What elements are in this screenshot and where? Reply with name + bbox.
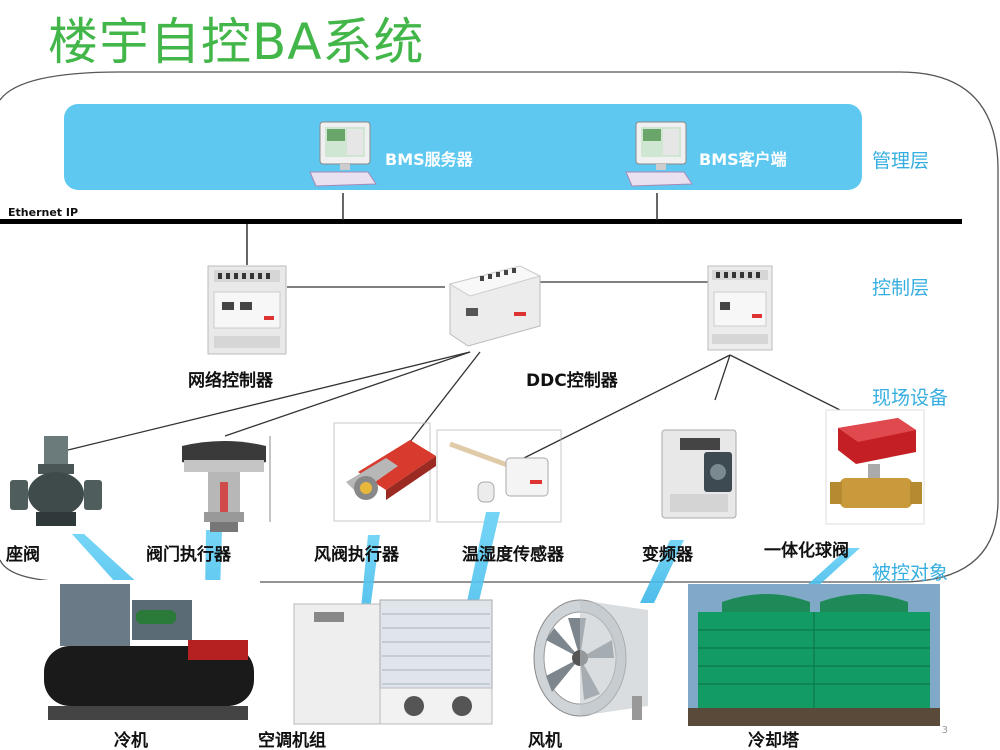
cooling-tower-image [688,584,940,726]
vfd-label: 变频器 [642,545,693,565]
computer-icon [309,121,377,187]
ball-valve-label: 一体化球阀 [764,541,849,561]
cooling-tower-label: 冷却塔 [748,731,799,750]
ddc-controller-image [448,265,542,347]
temp-humidity-sensor-image [449,441,549,503]
page-number: 3 [941,725,948,736]
valve-actuator-image [182,441,266,532]
ethernet-bus [0,219,962,224]
network-controller-label: 网络控制器 [188,371,273,391]
chiller-label: 冷机 [114,731,148,750]
th-sensor-label: 温湿度传感器 [462,545,564,565]
bms-server-label: BMS服务器 [385,150,473,169]
vfd-image [661,429,737,519]
chiller-image [38,580,260,726]
ball-valve-image [825,409,925,525]
ddc-controller-label: DDC控制器 [526,371,618,391]
page-title: 楼宇自控BA系统 [48,13,425,71]
layer-control-label: 控制层 [872,277,930,299]
layer-controlled-label: 被控对象 [872,562,949,584]
ethernet-label: Ethernet IP [8,206,79,219]
fan-image [533,599,648,720]
ahu-image [293,599,493,725]
ddc-controller-image [707,265,773,351]
damper-actuator-image [346,440,436,500]
damper-actuator-label: 风阀执行器 [314,545,399,565]
layer-management-label: 管理层 [872,150,930,172]
bms-client-label: BMS客户端 [699,150,787,169]
management-bar [64,104,862,190]
network-controller-image [207,265,287,355]
fan-label: 风机 [528,731,562,750]
ahu-label: 空调机组 [258,731,326,750]
layer-field-label: 现场设备 [872,387,949,409]
seat-valve-image [10,436,102,526]
valve-actuator-label: 阀门执行器 [146,545,231,565]
seat-valve-label: 座阀 [6,545,40,565]
computer-icon [625,121,693,187]
